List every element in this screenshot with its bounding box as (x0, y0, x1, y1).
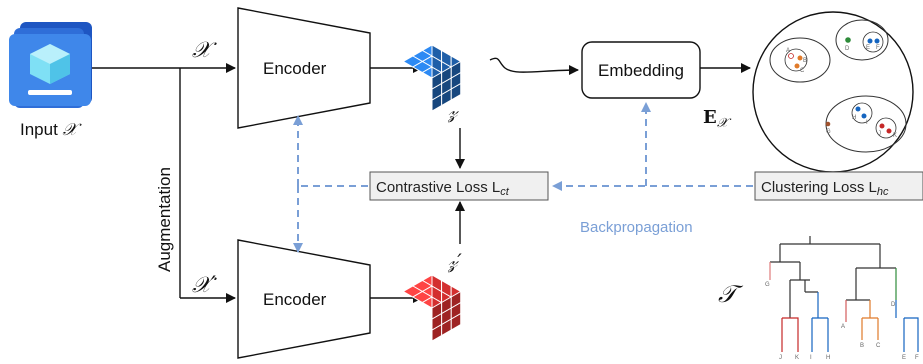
point-a (788, 53, 794, 59)
point-e (867, 38, 873, 44)
point-c-label: C (800, 68, 805, 74)
dendro-leaf-f: F (915, 355, 919, 361)
clustering-loss-box (754, 171, 923, 201)
clustering-loss-label: Clustering Loss Lhc (761, 179, 889, 198)
embedding-label: Embedding (598, 61, 684, 80)
dendro-leaf-d: D (891, 302, 896, 308)
point-h-label: H (852, 115, 856, 121)
dendro-leaf-a: A (841, 324, 845, 330)
point-i-label: I (866, 120, 868, 126)
point-b (797, 55, 803, 61)
z-embedding-cube (402, 44, 462, 112)
contrastive-loss-label: Contrastive Loss Lct (376, 179, 510, 198)
z-symbol: 𝓏 (447, 99, 459, 123)
cluster-top-right-inner (862, 31, 884, 53)
dendrogram (769, 236, 919, 352)
dendro-leaf-b: B (860, 343, 864, 349)
x-symbol: 𝒳 (192, 38, 217, 63)
e-x-symbol: 𝐄𝒳 (703, 107, 732, 131)
dendro-leaf-e: E (902, 355, 906, 361)
point-k-label: K (893, 133, 897, 139)
point-a-label: A (786, 48, 790, 54)
cluster-top-left-inner (784, 48, 808, 72)
point-h (855, 106, 861, 112)
point-g (825, 121, 831, 127)
point-f-label: F (876, 45, 880, 51)
dendro-leaf-j: J (779, 355, 782, 361)
dendro-leaf-k: K (795, 355, 799, 361)
cluster-top-right (835, 19, 889, 61)
embedding-space (752, 11, 914, 173)
input-data-icon (9, 22, 92, 108)
point-j (879, 123, 885, 129)
dendro-leaf-g: G (765, 282, 770, 288)
encoder-bottom-label: Encoder (263, 290, 327, 309)
backpropagation-label: Backpropagation (580, 219, 693, 236)
encoder-bottom (237, 239, 371, 359)
point-d (845, 37, 851, 43)
augmentation-label: Augmentation (155, 167, 174, 272)
cluster-bottom-inner-1 (851, 102, 873, 124)
input-label: Input 𝒳 (20, 120, 83, 140)
tree-symbol: 𝒯 (718, 280, 744, 308)
cluster-top-left (769, 37, 831, 83)
point-g-label: G (826, 129, 831, 135)
point-j-label: J (878, 131, 881, 137)
dendro-leaf-h: H (826, 355, 830, 361)
x-prime-symbol: 𝒳′ (192, 273, 217, 298)
encoder-top (237, 7, 371, 129)
dendro-leaf-c: C (876, 343, 881, 349)
point-i (861, 113, 867, 119)
zprime-embedding-cube (402, 274, 462, 342)
contrastive-loss-box (369, 171, 549, 201)
point-e-label: E (866, 45, 870, 51)
encoder-top-label: Encoder (263, 59, 327, 78)
point-c (794, 63, 800, 69)
point-k (886, 128, 892, 134)
z-to-embedding-arrow (489, 57, 579, 76)
cluster-bottom-inner-2 (875, 117, 897, 139)
dendro-leaf-i: I (810, 355, 812, 361)
point-d-label: D (845, 46, 850, 52)
point-f (874, 38, 880, 44)
point-b-label: B (803, 58, 807, 64)
z-prime-symbol: 𝓏′ (447, 249, 462, 273)
embedding-box (581, 41, 701, 99)
